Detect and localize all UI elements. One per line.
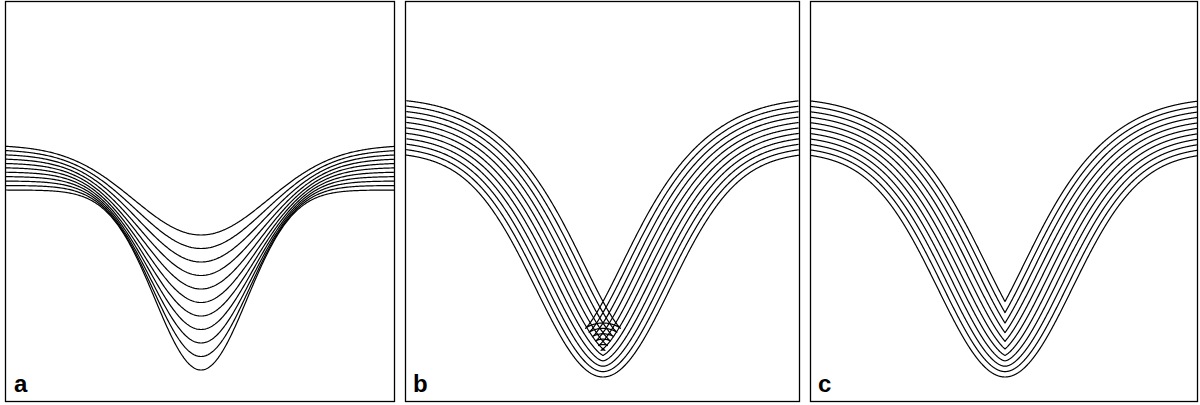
trimmed-offset-curve [811,128,1197,349]
panel-label: c [816,372,833,396]
panel-frame [811,2,1198,402]
smooth-curve [6,181,394,343]
trimmed-offset-curve [811,150,1197,372]
panel-frame [6,2,395,402]
trimmed-offset-curve [811,112,1197,323]
panel-frame [406,2,800,402]
panel-label: b [411,372,430,396]
offset-curve [406,106,798,332]
trimmed-offset-curve [811,145,1197,367]
smooth-curve [6,172,394,316]
offset-curve [407,139,799,361]
offset-curve [406,155,799,377]
trimmed-offset-curve [811,155,1197,377]
curve-family [6,101,1197,377]
trimmed-offset-curve [811,106,1197,312]
smooth-curve [6,190,394,370]
offset-curve [406,101,798,329]
smooth-curve [6,146,394,235]
trimmed-offset-curve [811,101,1197,302]
panel-label: a [12,372,29,396]
smooth-curve [6,159,394,275]
smooth-curve [6,186,394,357]
offset-curve [406,128,799,350]
trimmed-offset-curve [811,139,1197,361]
offset-curve [406,117,798,341]
smooth-curve [6,177,394,330]
offset-curve [406,150,799,372]
trimmed-offset-curve [811,123,1197,342]
